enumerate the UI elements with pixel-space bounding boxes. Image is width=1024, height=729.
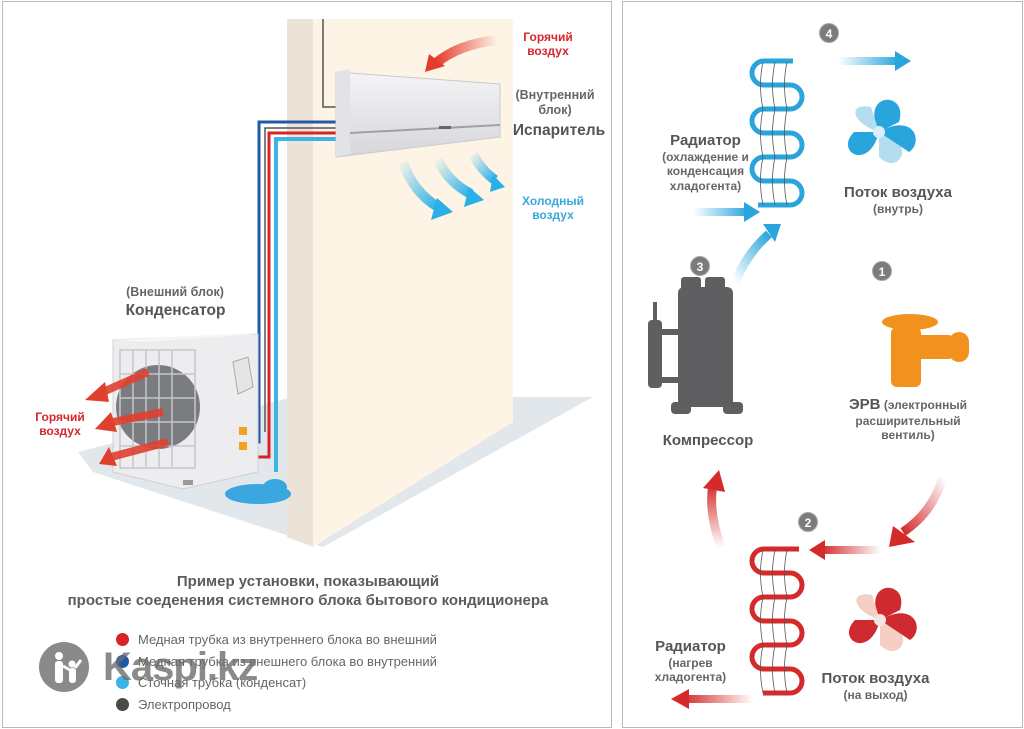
- airflow-in-subtitle: (внутрь): [872, 202, 924, 216]
- caption-line: Пример установки, показывающий: [176, 573, 440, 590]
- hot-air-in-arrow: [431, 35, 499, 68]
- legend-item: Медная трубка из внутреннего блока во вн…: [116, 629, 437, 651]
- airflow-out-subtitle: (на выход): [843, 688, 908, 702]
- indoor-unit-name-label: Испаритель: [512, 122, 606, 139]
- legend-dot-red: [116, 633, 129, 647]
- legend-label: Сточная трубка (конденсат): [138, 675, 307, 691]
- step-badge-2: 2: [798, 512, 818, 532]
- power-cable: [322, 19, 338, 108]
- hot-air-out-label: Горячий воздух: [25, 410, 95, 439]
- wall-side: [287, 19, 313, 547]
- cold-air-label-line: воздух: [532, 208, 574, 223]
- legend-dot-lightblue: [116, 676, 129, 690]
- legend-label: Медная трубка из внешнего блока во внутр…: [138, 653, 437, 669]
- condenser-subtitle-line: (нагрев: [668, 656, 713, 670]
- airflow-out-title: Поток воздуха: [821, 670, 930, 687]
- indoor-unit-type-line: (Внутренний: [515, 88, 595, 102]
- evaporator-subtitle-line: хладогента): [669, 178, 742, 193]
- expansion-valve-icon: [882, 314, 969, 387]
- installation-illustration: [78, 19, 593, 547]
- condenser-subtitle-line: хладогента): [654, 670, 727, 685]
- expansion-valve-subtitle-line: вентиль): [881, 428, 935, 443]
- evaporator-label: Радиатор (охлаждение и конденсация хладо…: [648, 132, 763, 193]
- airflow-out-arrow-top: [838, 57, 898, 65]
- step-badge-1: 1: [872, 261, 892, 281]
- step-badge-3: 3: [690, 256, 710, 276]
- hot-air-out-arrows: [101, 368, 170, 461]
- refrigerant-in-arrow-bottom: [821, 546, 881, 554]
- evaporator-title: Радиатор: [670, 132, 741, 149]
- outdoor-unit-name-label: Конденсатор: [125, 302, 226, 319]
- refrigeration-cycle-diagram: [648, 51, 969, 709]
- legend-label: Медная трубка из внутреннего блока во вн…: [138, 632, 437, 648]
- kaspi-logo-icon: [39, 642, 89, 692]
- legend: Медная трубка из внутреннего блока во вн…: [116, 629, 437, 715]
- compressor-to-coil-arrow: [730, 230, 772, 284]
- legend-item: Медная трубка из внешнего блока во внутр…: [116, 651, 437, 673]
- refrigeration-cycle-panel: 4 3 1 2 Радиатор (охлаждение и конденсац…: [622, 1, 1023, 728]
- indoor-unit-type-line: блок): [538, 103, 572, 117]
- kaspi-text: Kaspi.kz: [103, 644, 258, 689]
- compressor-label: Компрессор: [662, 432, 754, 449]
- cold-air-label-line: Холодный: [521, 194, 584, 208]
- expansion-valve-subtitle-line: расширительный: [855, 414, 961, 428]
- legend-item: Электропровод: [116, 694, 437, 716]
- hot-air-in-label: Горячий воздух: [513, 30, 583, 59]
- condenser-label: Радиатор (нагрев хладогента): [638, 638, 743, 685]
- caption-line: простые соеденения системного блока быто…: [67, 592, 549, 609]
- airflow-in-title: Поток воздуха: [844, 184, 952, 201]
- legend-dot-gray: [116, 697, 129, 711]
- coil-to-compressor-arrow: [707, 483, 726, 549]
- step-badge-4: 4: [819, 23, 839, 43]
- legend-item: Сточная трубка (конденсат): [116, 672, 437, 694]
- hot-air-out-label-line: Горячий: [35, 410, 85, 424]
- outdoor-unit-type-label: (Внешний блок): [126, 285, 224, 299]
- condenser-title: Радиатор: [655, 638, 726, 655]
- expansion-valve-title: ЭРВ: [849, 396, 881, 413]
- cold-air-label: Холодный воздух: [513, 194, 593, 223]
- hot-air-in-label-line: воздух: [527, 44, 569, 59]
- outdoor-unit: [112, 333, 259, 490]
- airflow-out-arrow-bottom: [683, 695, 753, 703]
- condenser-coil: [749, 546, 805, 696]
- legend-label: Электропровод: [138, 696, 231, 712]
- compressor-icon: [648, 277, 743, 414]
- indoor-unit: [335, 69, 501, 158]
- hot-air-in-label-line: Горячий: [523, 30, 573, 44]
- airflow-in-label: Поток воздуха (внутрь): [833, 184, 963, 216]
- expansion-valve-label: ЭРВ (электронный расширительный вентиль): [828, 396, 988, 443]
- evaporator-subtitle-line: конденсация: [666, 164, 745, 179]
- diagram-caption: Пример установки, показывающий простые с…: [3, 572, 613, 610]
- kaspi-watermark: Kaspi.kz: [39, 642, 258, 692]
- expansion-valve-subtitle-line: (электронный: [883, 398, 967, 412]
- valve-to-coil-arrow: [900, 475, 948, 536]
- evaporator-subtitle-line: (охлаждение и: [662, 150, 749, 164]
- legend-dot-darkblue: [116, 654, 129, 668]
- airflow-out-label: Поток воздуха (на выход): [808, 670, 943, 702]
- fan-icon-bottom: [848, 587, 917, 652]
- fan-icon-top: [847, 99, 916, 164]
- evaporator-coil: [749, 58, 805, 208]
- installation-panel: Горячий воздух (Внутренний блок) Испарит…: [2, 1, 612, 728]
- indoor-unit-type-label: (Внутренний блок): [510, 88, 600, 118]
- hot-air-out-label-line: воздух: [39, 424, 81, 439]
- refrigerant-in-arrow-top: [693, 208, 748, 216]
